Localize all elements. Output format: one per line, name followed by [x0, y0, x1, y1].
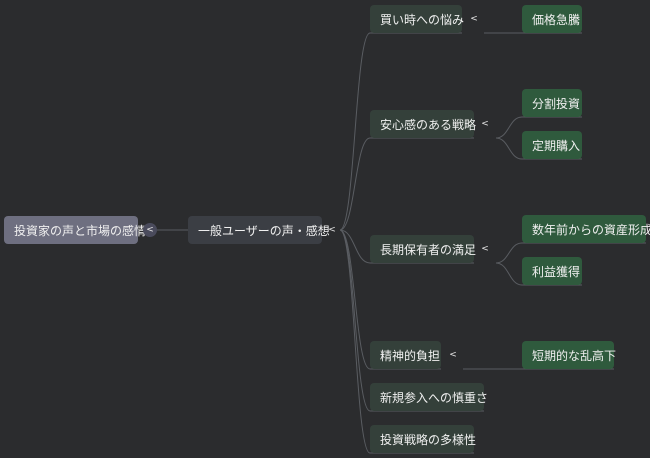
branch-node-4[interactable]: 新規参入への慎重さ	[370, 383, 488, 411]
branch-label-4: 新規参入への慎重さ	[380, 390, 489, 405]
leaf-label-0-0: 価格急騰	[532, 12, 581, 27]
level1-node-label: 一般ユーザーの声・感想	[198, 223, 330, 238]
root-node-label: 投資家の声と市場の感情	[14, 223, 147, 238]
branch-label-2: 長期保有者の満足	[380, 242, 477, 257]
leaf-label-3-0: 短期的な乱高下	[532, 348, 617, 363]
collapse-toggle-branch-1[interactable]: <	[481, 118, 489, 129]
edge-branch-1-to-leaf-1	[495, 137, 523, 160]
branch-node-5[interactable]: 投資戦略の多様性	[370, 425, 477, 453]
leaf-label-2-1: 利益獲得	[532, 264, 581, 279]
collapse-toggle-branch-3[interactable]: <	[449, 349, 457, 360]
leaf-label-1-1: 定期購入	[532, 138, 581, 153]
leaf-node-0-0[interactable]: 価格急騰	[522, 5, 582, 33]
edge-branch-2-to-leaf-0	[495, 242, 523, 264]
branch-label-5: 投資戦略の多様性	[380, 432, 477, 447]
collapse-toggle-branch-0[interactable]: <	[470, 13, 478, 24]
leaf-label-2-0: 数年前からの資産形成	[532, 222, 650, 237]
leaf-node-2-0[interactable]: 数年前からの資産形成	[522, 215, 650, 243]
branch-node-1[interactable]: 安心感のある戦略	[370, 110, 477, 138]
collapse-toggle-root[interactable]: <	[143, 223, 157, 237]
branch-node-2[interactable]: 長期保有者の満足	[370, 235, 477, 263]
edge-branch-1-to-leaf-0	[495, 116, 523, 139]
branch-label-0: 買い時への悩み	[380, 12, 465, 27]
leaf-node-3-0[interactable]: 短期的な乱高下	[522, 341, 617, 369]
leaf-node-1-1[interactable]: 定期購入	[522, 131, 582, 159]
root-node[interactable]: 投資家の声と市場の感情	[4, 216, 146, 244]
branch-label-3: 精神的負担	[380, 348, 441, 363]
edge-level1-to-branch-5	[339, 229, 371, 454]
branch-node-3[interactable]: 精神的負担	[370, 341, 441, 369]
collapse-toggle-level1[interactable]: <	[328, 224, 336, 235]
leaf-node-2-1[interactable]: 利益獲得	[522, 257, 582, 285]
level1-node[interactable]: 一般ユーザーの声・感想	[188, 216, 330, 244]
leaf-label-1-0: 分割投資	[532, 96, 581, 111]
edge-branch-2-to-leaf-1	[495, 262, 523, 286]
leaf-node-1-0[interactable]: 分割投資	[522, 89, 582, 117]
branch-label-1: 安心感のある戦略	[380, 117, 477, 132]
edge-level1-to-branch-1	[339, 137, 371, 231]
collapse-toggle-branch-2[interactable]: <	[481, 243, 489, 254]
edge-level1-to-branch-0	[339, 32, 371, 231]
edge-level1-to-branch-2	[339, 229, 371, 264]
branch-node-0[interactable]: 買い時への悩み	[370, 5, 465, 33]
edge-level1-to-branch-4	[339, 229, 371, 412]
